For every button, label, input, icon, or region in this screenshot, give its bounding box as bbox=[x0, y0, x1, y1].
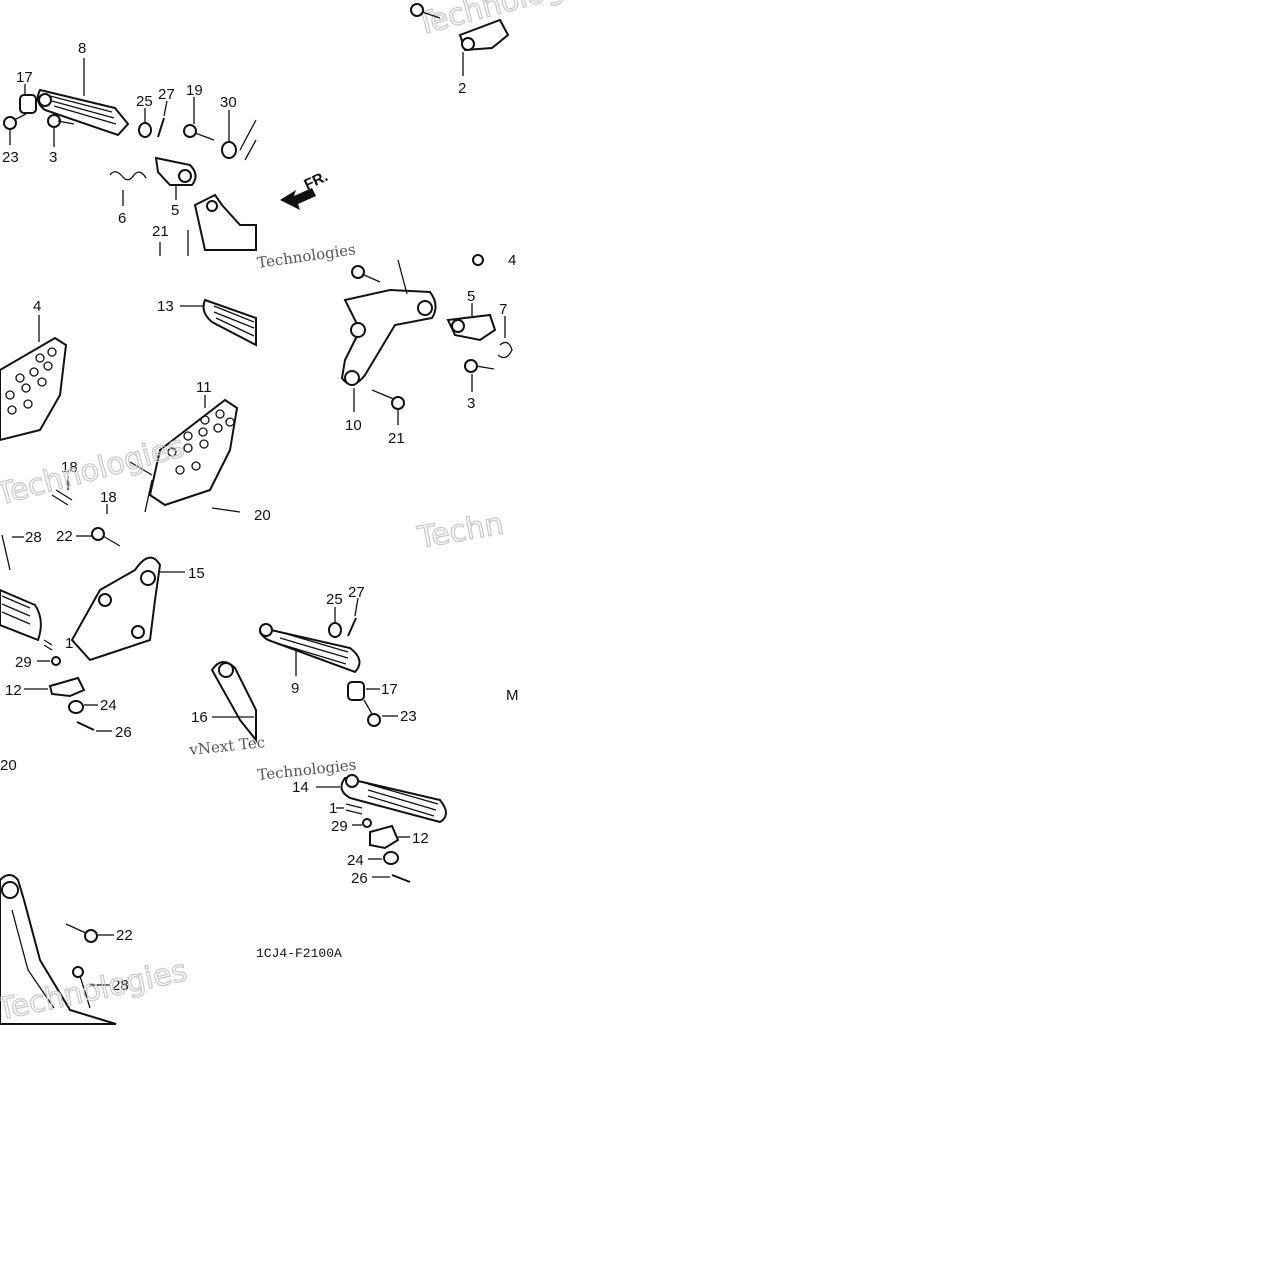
label-16: 16 bbox=[191, 709, 208, 726]
label-23b: 23 bbox=[400, 708, 417, 725]
label-22a: 22 bbox=[56, 528, 73, 545]
label-22b: 22 bbox=[116, 927, 133, 944]
label-1b: 1 bbox=[329, 800, 337, 817]
tile-lower-center: Techn 9 25 27 17 23 M Technologies 14 bbox=[256, 506, 519, 961]
front-direction-arrow: FR. bbox=[280, 168, 331, 210]
label-2: 2 bbox=[458, 80, 466, 97]
label-24b: 24 bbox=[347, 852, 364, 869]
tile-middle-left: 4 13 11 18 18 20 Technologies bbox=[0, 298, 271, 524]
label-20b: 20 bbox=[0, 757, 17, 774]
label-5b: 5 bbox=[467, 288, 475, 305]
label-25: 25 bbox=[136, 93, 153, 110]
tile-upper-middle: Technologies 2 FR. bbox=[280, 0, 609, 210]
label-9: 9 bbox=[291, 680, 299, 697]
label-21b: 21 bbox=[388, 430, 405, 447]
watermark-text: vNext Tec bbox=[188, 733, 266, 759]
label-5: 5 bbox=[171, 202, 179, 219]
label-24a: 24 bbox=[100, 697, 117, 714]
label-29b: 29 bbox=[331, 818, 348, 835]
label-3: 3 bbox=[49, 149, 57, 166]
label-27: 27 bbox=[158, 86, 175, 103]
diagram-code: 1CJ4-F2100A bbox=[256, 946, 342, 961]
label-11: 11 bbox=[196, 379, 212, 396]
label-12b: 12 bbox=[412, 830, 429, 847]
label-20a: 20 bbox=[254, 507, 271, 524]
label-19: 19 bbox=[186, 82, 203, 99]
label-29a: 29 bbox=[15, 654, 32, 671]
label-23: 23 bbox=[2, 149, 19, 166]
watermark: Techn bbox=[414, 506, 506, 556]
label-27b: 27 bbox=[348, 584, 365, 601]
label-8: 8 bbox=[78, 40, 86, 57]
watermark-text: Technologies bbox=[256, 240, 357, 272]
label-17: 17 bbox=[16, 69, 33, 86]
tile-lower-left: 28 22 15 1 29 12 24 26 bbox=[0, 527, 266, 774]
label-28a: 28 bbox=[25, 529, 42, 546]
label-7: 7 bbox=[499, 301, 507, 318]
tile-upper-left: 8 17 23 3 25 27 19 30 6 bbox=[2, 40, 257, 256]
direction-label: FR. bbox=[302, 168, 331, 194]
label-12a: 12 bbox=[5, 682, 22, 699]
label-30: 30 bbox=[220, 94, 237, 111]
label-15: 15 bbox=[188, 565, 205, 582]
tile-bottom-left: 22 28 Technologies bbox=[0, 874, 191, 1029]
label-21: 21 bbox=[152, 223, 169, 240]
label-13: 13 bbox=[157, 298, 174, 315]
label-10: 10 bbox=[345, 417, 362, 434]
label-26b: 26 bbox=[351, 870, 368, 887]
label-3b: 3 bbox=[467, 395, 475, 412]
label-4: 4 bbox=[33, 298, 41, 315]
watermark: Technologies bbox=[412, 0, 608, 43]
label-28b: 28 bbox=[112, 977, 129, 994]
label-26a: 26 bbox=[115, 724, 132, 741]
label-4b: 4 bbox=[508, 252, 516, 269]
label-14: 14 bbox=[292, 779, 309, 796]
label-18a: 18 bbox=[61, 459, 78, 476]
label-m: M bbox=[506, 687, 519, 704]
tile-middle-center: Technologies 10 21 5 7 3 4 bbox=[256, 240, 516, 447]
label-17b: 17 bbox=[381, 681, 398, 698]
label-6: 6 bbox=[118, 210, 126, 227]
label-25b: 25 bbox=[326, 591, 343, 608]
label-1a: 1 bbox=[65, 635, 73, 652]
label-18b: 18 bbox=[100, 489, 117, 506]
